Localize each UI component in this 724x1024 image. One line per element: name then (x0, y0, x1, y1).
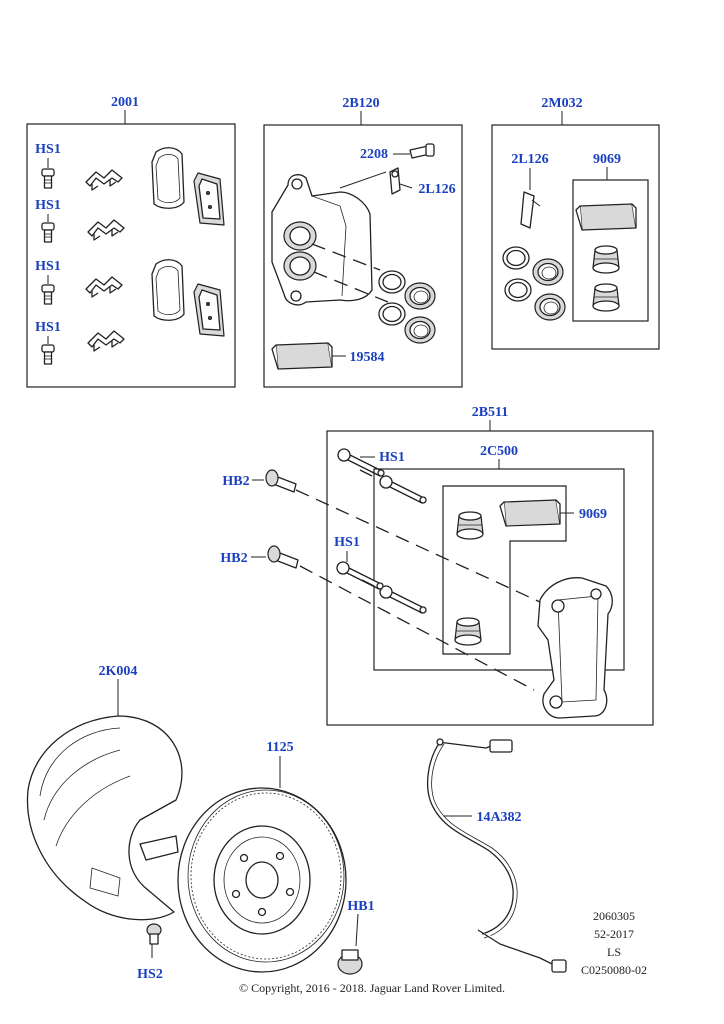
hb1-bolt (337, 949, 363, 975)
seal-ring-4 (534, 293, 566, 321)
caliper-axis-2 (313, 271, 389, 303)
seal-9069-box (572, 179, 649, 322)
reference-line-4: C0250080-02 (581, 963, 647, 977)
callout-hs1-d[interactable]: HS1 (35, 320, 61, 335)
bleed-cap (389, 167, 401, 195)
carrier-bolt-mid (336, 561, 384, 590)
seal-ring-2 (532, 258, 564, 286)
caliper-housing (271, 171, 387, 306)
carrier-bolt-top (337, 448, 385, 477)
pad-bolt-1 (41, 168, 55, 189)
pad-clip-4 (87, 330, 125, 352)
callout-sensor[interactable]: 14A382 (476, 810, 521, 825)
seal-ring-1 (502, 246, 530, 270)
brake-pad-3 (151, 259, 185, 321)
reference-line-2: 52-2017 (594, 927, 634, 941)
copyright-notice: © Copyright, 2016 - 2018. Jaguar Land Ro… (239, 981, 505, 995)
brake-disc (177, 787, 347, 973)
callout-bleed-screw[interactable]: 2208 (360, 147, 388, 162)
guide-9069-box (442, 485, 567, 655)
callout-grease[interactable]: 19584 (350, 350, 385, 365)
callout-hs2[interactable]: HS2 (137, 967, 163, 982)
caliper-kit-box (263, 124, 463, 388)
callout-carrier[interactable]: 2B511 (472, 405, 509, 420)
callout-caliper-kit[interactable]: 2B120 (342, 96, 379, 111)
hs2-screw (146, 923, 162, 945)
callout-seal-9069[interactable]: 9069 (593, 152, 621, 167)
seal-grease-pack (575, 203, 637, 231)
carrier-box (326, 430, 654, 726)
callout-disc[interactable]: 1125 (266, 740, 293, 755)
brake-pad-2 (193, 172, 225, 226)
brake-pad-4 (193, 283, 225, 337)
guide-boot-bottom (454, 617, 482, 646)
callout-seal-kit[interactable]: 2M032 (541, 96, 582, 111)
pad-clip-1 (85, 169, 123, 191)
carrier-axis-top (295, 489, 541, 603)
seal-boot-1 (592, 245, 620, 274)
brake-pad-1 (151, 147, 185, 209)
caliper-seal-1 (378, 270, 406, 294)
callout-carrier-hs1-mid[interactable]: HS1 (334, 535, 360, 550)
caliper-seal-3 (378, 302, 406, 326)
reference-line-3: LS (607, 945, 621, 959)
callout-guide-kit[interactable]: 2C500 (480, 444, 518, 459)
caliper-axis-1 (311, 243, 381, 271)
callout-seal-2l126[interactable]: 2L126 (511, 152, 548, 167)
seal-kit-group: 2M032 2L126 9069 (491, 96, 660, 350)
guide-grease-pack (499, 499, 561, 527)
guide-kit-box (373, 468, 625, 671)
callout-hs1-c[interactable]: HS1 (35, 259, 61, 274)
reference-line-1: 2060305 (593, 909, 635, 923)
carrier-group: 2B511 HS1 2C500 9069 HS1 (295, 405, 654, 726)
callout-carrier-hs1-top[interactable]: HS1 (379, 450, 405, 465)
disc-group: 1125 HB1 (177, 740, 375, 975)
callout-pads-kit[interactable]: 2001 (111, 95, 139, 110)
seal-ring-3 (504, 278, 532, 302)
bleed-screw (409, 143, 435, 159)
grease-pack (271, 342, 333, 370)
wear-sensor (426, 738, 567, 973)
carrier-axis-bottom (299, 565, 535, 691)
seal-bleed-cap (520, 191, 541, 229)
caliper-seal-2 (404, 282, 436, 310)
pad-clip-2 (87, 219, 125, 241)
callout-hb1[interactable]: HB1 (347, 899, 374, 914)
hb2-bolt-top (265, 469, 297, 493)
caliper-carrier-bracket (537, 577, 613, 719)
caliper-kit-group: 2B120 2208 2L126 (263, 96, 463, 388)
seal-kit-box (491, 124, 660, 350)
seal-boot-2 (592, 283, 620, 312)
callout-cap-2l126[interactable]: 2L126 (418, 182, 455, 197)
shield-group: 2K004 HS2 (26, 664, 183, 982)
callout-hs1-b[interactable]: HS1 (35, 198, 61, 213)
caliper-seal-4 (404, 316, 436, 344)
callout-shield[interactable]: 2K004 (99, 664, 138, 679)
callout-hs1-a[interactable]: HS1 (35, 142, 61, 157)
hb2-bolts-group: HB2 HB2 (220, 469, 299, 569)
hb2-bolt-bottom (267, 545, 299, 569)
pad-bolt-3 (41, 284, 55, 305)
splash-shield (26, 715, 183, 921)
guide-boot-top (456, 511, 484, 540)
pad-bolt-4 (41, 344, 55, 365)
callout-guide-9069[interactable]: 9069 (579, 507, 607, 522)
pads-kit-box (26, 123, 236, 388)
pad-clip-3 (85, 276, 123, 298)
guide-pin-top (379, 475, 427, 504)
guide-pin-bottom (379, 585, 427, 614)
callout-hb2-top[interactable]: HB2 (222, 474, 249, 489)
sensor-group: 14A382 (426, 738, 567, 973)
reference-block: 2060305 52-2017 LS C0250080-02 (581, 909, 647, 977)
callout-hb2-bottom[interactable]: HB2 (220, 551, 247, 566)
pad-bolt-2 (41, 222, 55, 243)
pads-kit-group: 2001 HS1 HS1 HS1 HS1 (26, 95, 236, 388)
